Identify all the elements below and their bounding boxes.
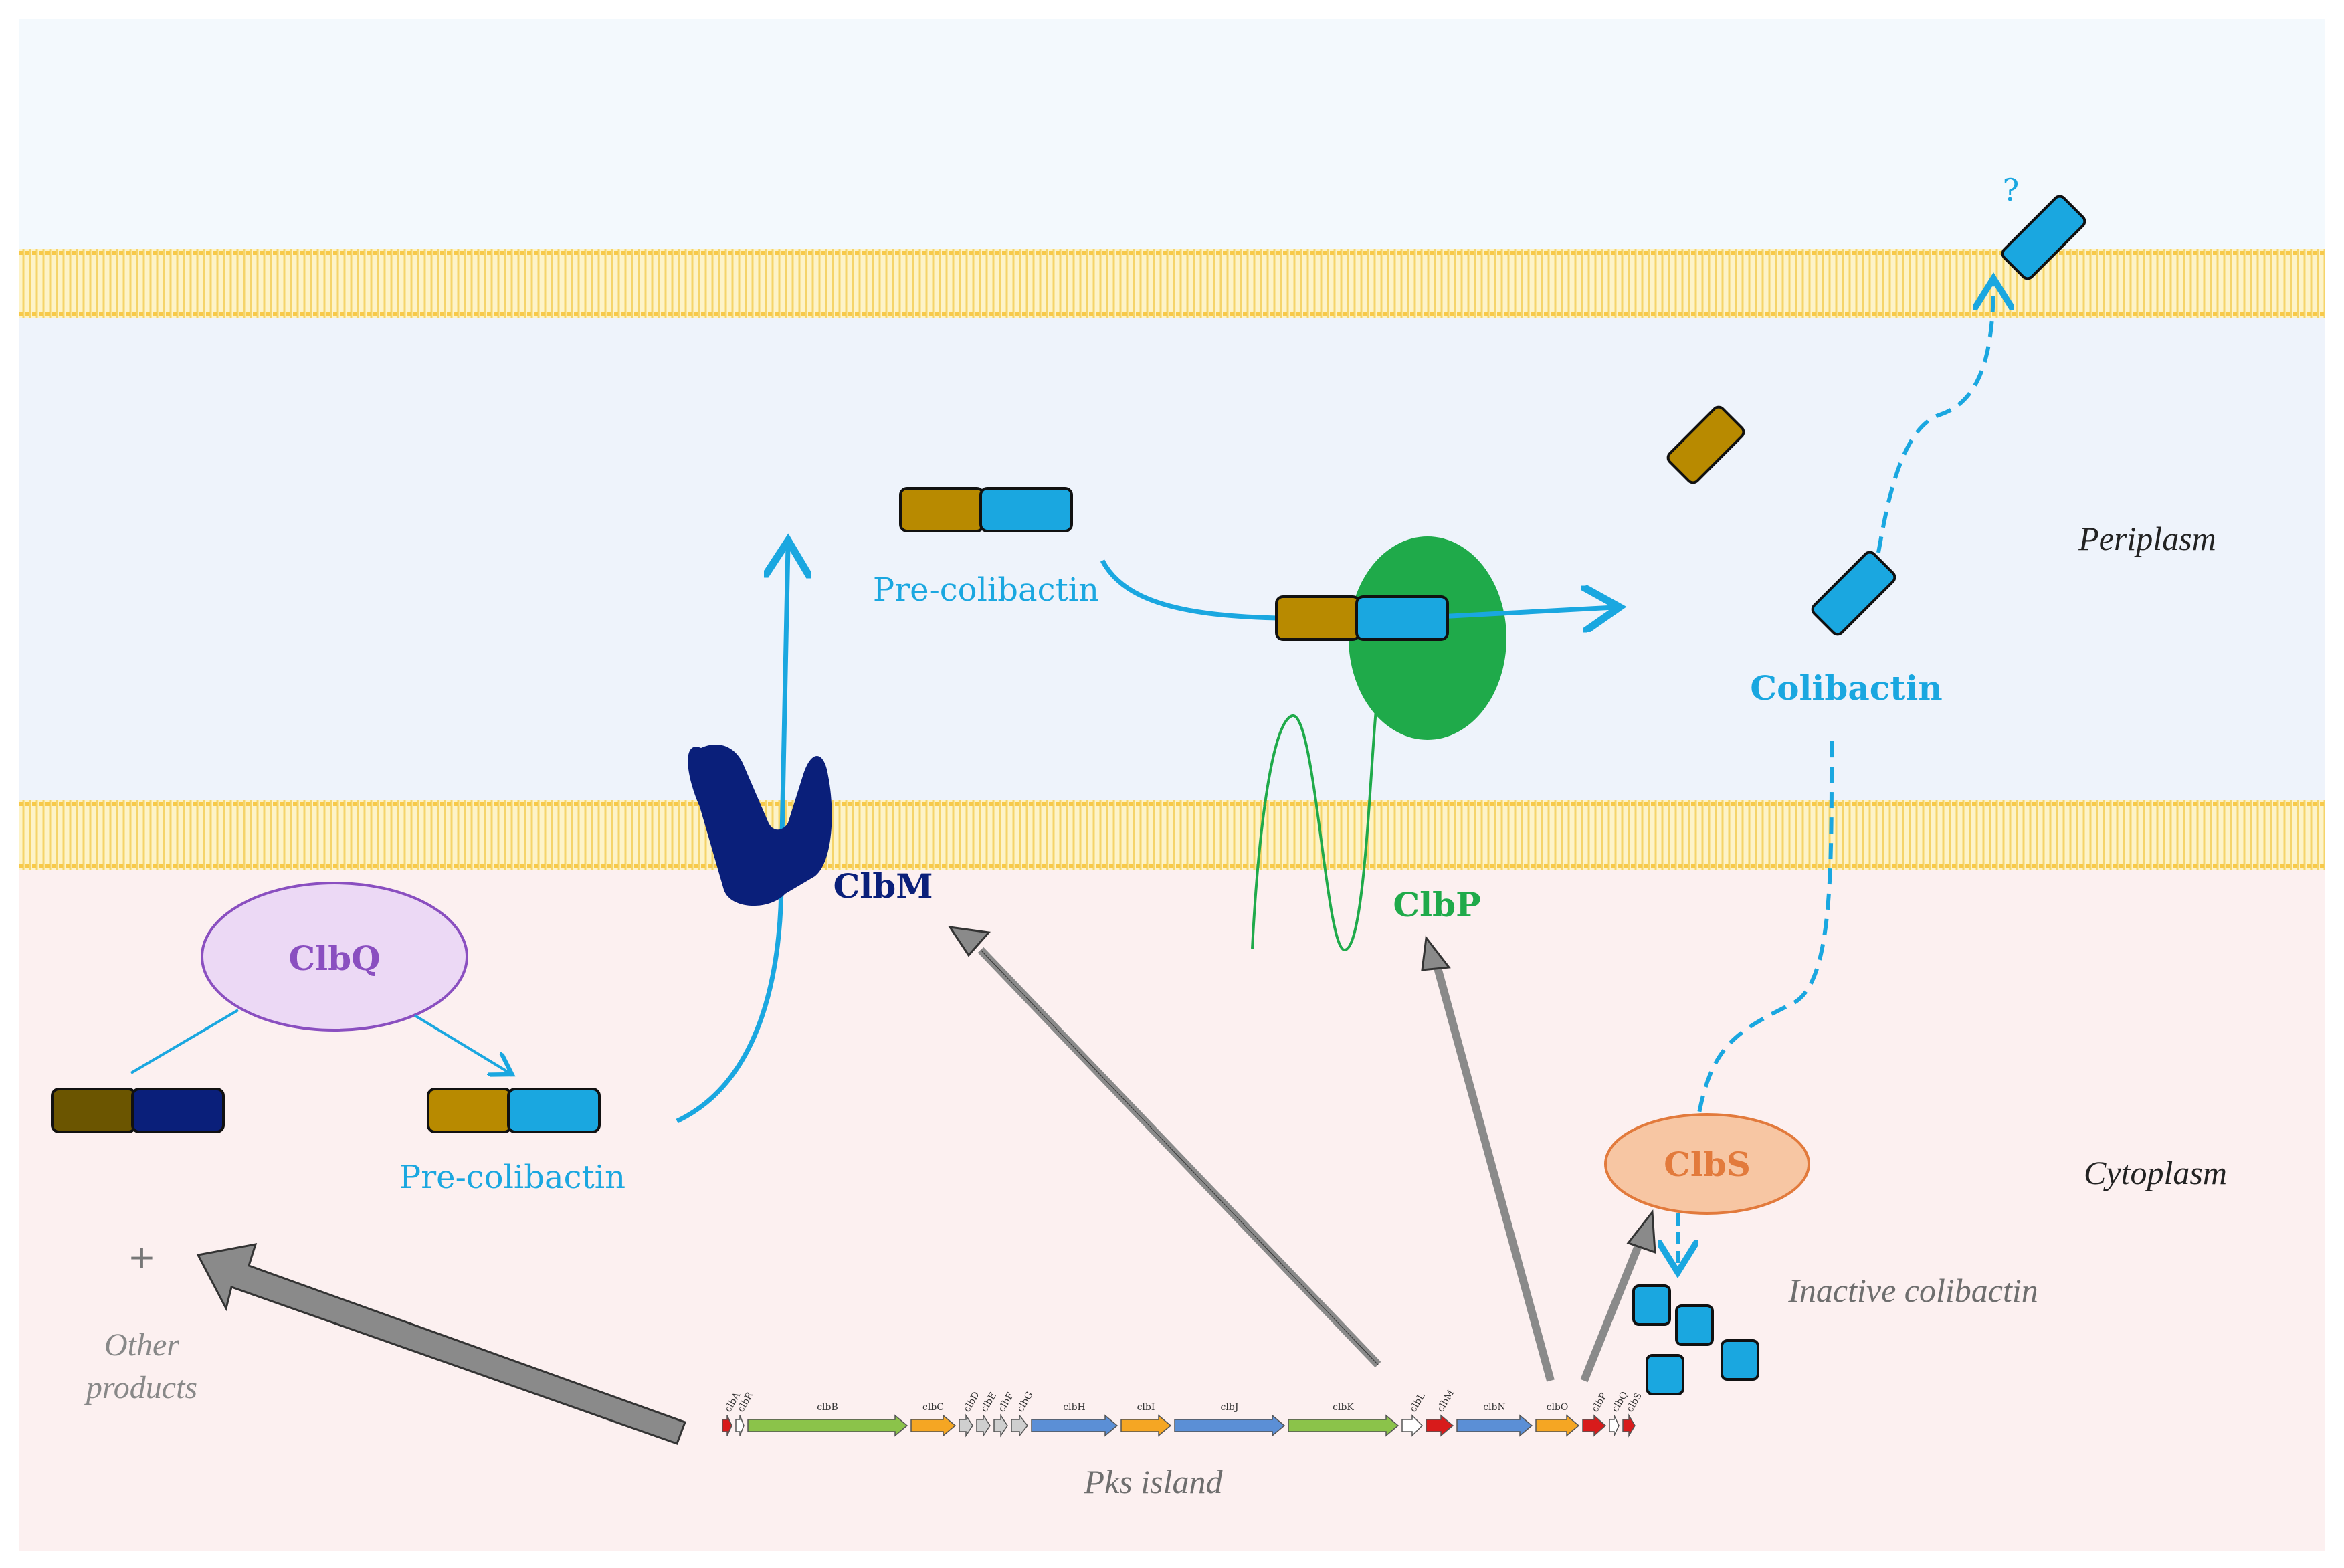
gene-label: clbI [1137, 1402, 1155, 1413]
inner-membrane [19, 800, 2325, 870]
gene-label: clbH [1063, 1402, 1086, 1413]
gene-clbK: clbK [1288, 1402, 1399, 1437]
pre-colibactin-on-clbp [1275, 595, 1449, 641]
colibactin-molecule [1811, 551, 1896, 636]
other-products-line1: Other [104, 1327, 179, 1363]
clbp-transmembrane-helix [1251, 702, 1378, 952]
outer-membrane [19, 249, 2325, 318]
reentry-arrow [1697, 741, 1834, 1114]
gene-clbI: clbI [1120, 1402, 1172, 1437]
gene-clbJ: clbJ [1174, 1402, 1286, 1437]
clbq-arrow-right [413, 1014, 510, 1073]
clbs-label: ClbS [1664, 1145, 1751, 1184]
expression-arrow-other-products [196, 1243, 686, 1445]
gene-clbN: clbN [1456, 1402, 1533, 1437]
gene-clbO: clbO [1535, 1402, 1580, 1437]
gene-label: clbJ [1221, 1402, 1239, 1413]
periplasm-label: Periplasm [2078, 520, 2216, 557]
clbm-transporter [688, 745, 832, 906]
question-mark: ? [2003, 172, 2020, 208]
pks-island-label: Pks island [1084, 1463, 1224, 1500]
expression-arrow-clbs [1580, 1209, 1656, 1383]
export-arrow [1876, 282, 1993, 553]
gene-clbB: clbB [747, 1402, 908, 1437]
cleaved-prodrug-motif [1666, 405, 1745, 484]
plus-sign: + [128, 1238, 156, 1276]
clbq-label: ClbQ [288, 939, 380, 978]
inactive-colibactin-label: Inactive colibactin [1787, 1272, 2038, 1309]
gene-label: clbC [922, 1402, 944, 1413]
secreted-colibactin-molecule [2001, 195, 2086, 280]
expression-arrows [196, 926, 1656, 1445]
transport-arrow [676, 545, 788, 1124]
clbp-label: ClbP [1393, 885, 1480, 924]
periplasm-background [19, 314, 2325, 803]
clbs-enzyme [1604, 1113, 1810, 1215]
colibactin-label: Colibactin [1750, 668, 1942, 708]
other-products-line2: products [84, 1370, 197, 1405]
dark-pre-colibactin [51, 1088, 225, 1133]
clbm-label: ClbM [833, 866, 933, 906]
pre-colibactin-cytoplasm-label: Pre-colibactin [399, 1159, 625, 1196]
clbq-line-left [130, 1009, 239, 1074]
clbq-enzyme [201, 882, 468, 1032]
gene-label: clbB [817, 1402, 838, 1413]
gene-clbH: clbH [1031, 1402, 1118, 1437]
cytoplasm-label: Cytoplasm [2084, 1154, 2227, 1191]
pre-colibactin-periplasm-label: Pre-colibactin [873, 571, 1099, 609]
pre-colibactin-periplasm-molecule [899, 487, 1073, 532]
gene-label: clbN [1483, 1402, 1506, 1413]
expression-arrow-clbm [947, 926, 1381, 1368]
expression-arrow-clbp [1421, 935, 1555, 1382]
gene-label: clbK [1333, 1402, 1354, 1413]
inactive-colibactin-molecules [1632, 1284, 1759, 1395]
pre-colibactin-cytoplasm-molecule [427, 1088, 601, 1133]
gene-label: clbO [1547, 1402, 1569, 1413]
gene-clbC: clbC [910, 1402, 957, 1437]
